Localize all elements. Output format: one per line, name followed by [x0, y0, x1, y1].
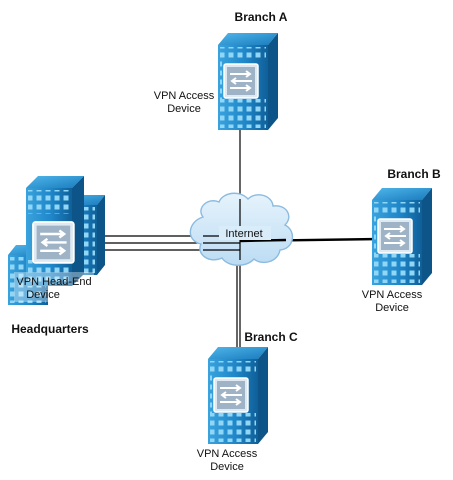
branch-a-device-label-line1: VPN Access: [154, 90, 215, 102]
branch-c-site: Branch C VPN Access Device: [197, 330, 298, 473]
headquarters-title: Headquarters: [11, 322, 89, 336]
branch-a-server-icon: [218, 33, 278, 130]
cloud-label: Internet: [225, 228, 262, 240]
branch-b-site: Branch B VPN Access Device: [362, 167, 441, 314]
internet-cloud-icon: Internet: [189, 192, 294, 266]
headquarters-device-label-line1: VPN Head-End: [16, 276, 91, 288]
branch-b-title: Branch B: [387, 167, 441, 181]
branch-c-title: Branch C: [244, 330, 298, 344]
branch-a-site: Branch A VPN Access Device: [154, 10, 288, 130]
branch-b-device-label-line2: Device: [375, 302, 409, 314]
branch-a-title: Branch A: [235, 10, 288, 24]
branch-b-device-label-line1: VPN Access: [362, 289, 423, 301]
headquarters-device-label-line2: Device: [26, 289, 60, 301]
branch-c-device-label-line1: VPN Access: [197, 448, 258, 460]
headquarters-server-cluster-icon: [8, 176, 105, 305]
branch-a-device-label-line2: Device: [167, 103, 201, 115]
branch-c-device-label-line2: Device: [210, 461, 244, 473]
branch-b-server-icon: [372, 188, 432, 285]
branch-c-server-icon: [208, 347, 268, 444]
headquarters-site: VPN Head-End Device Headquarters: [8, 176, 105, 336]
